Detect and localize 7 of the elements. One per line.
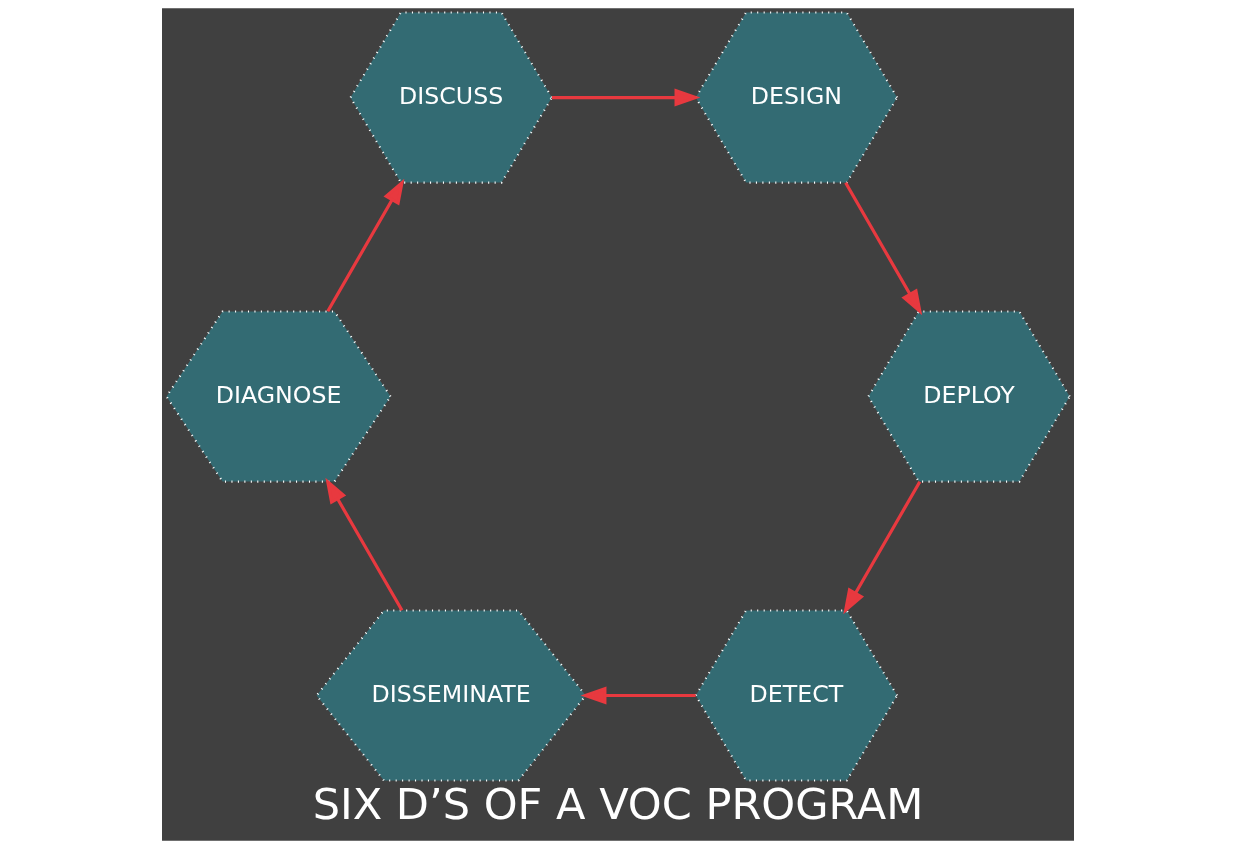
arrow <box>551 88 700 107</box>
diagram-title: SIX D’S OF A VOC PROGRAM <box>312 779 923 830</box>
arrow <box>325 178 404 313</box>
arrow <box>324 477 403 612</box>
arrow <box>580 686 696 705</box>
arrow <box>842 481 921 615</box>
arrow <box>843 182 922 316</box>
